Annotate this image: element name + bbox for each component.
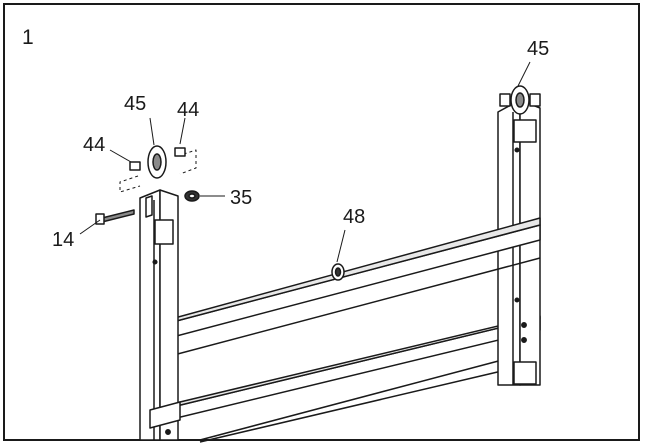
nut [184, 190, 200, 202]
step-number: 1 [22, 26, 34, 49]
label-spacer-right: 44 [177, 99, 199, 121]
lower-crossbar [159, 315, 541, 443]
leader-lines [79, 61, 531, 263]
label-nut: 35 [230, 187, 252, 209]
left-bottom-bar [149, 401, 181, 429]
left-top-washer [147, 145, 167, 179]
upper-crossbar [149, 217, 541, 357]
left-spacer [129, 161, 141, 171]
label-crossbar: 48 [343, 206, 365, 228]
bolt [95, 209, 135, 225]
label-washer-left: 45 [124, 93, 146, 115]
left-upright [139, 189, 179, 441]
right-top-washer [499, 85, 541, 115]
label-spacer-left: 44 [83, 134, 105, 156]
right-spacer [174, 147, 186, 157]
right-upright [497, 99, 541, 386]
label-washer-right: 45 [527, 38, 549, 60]
label-bolt: 14 [52, 229, 74, 251]
